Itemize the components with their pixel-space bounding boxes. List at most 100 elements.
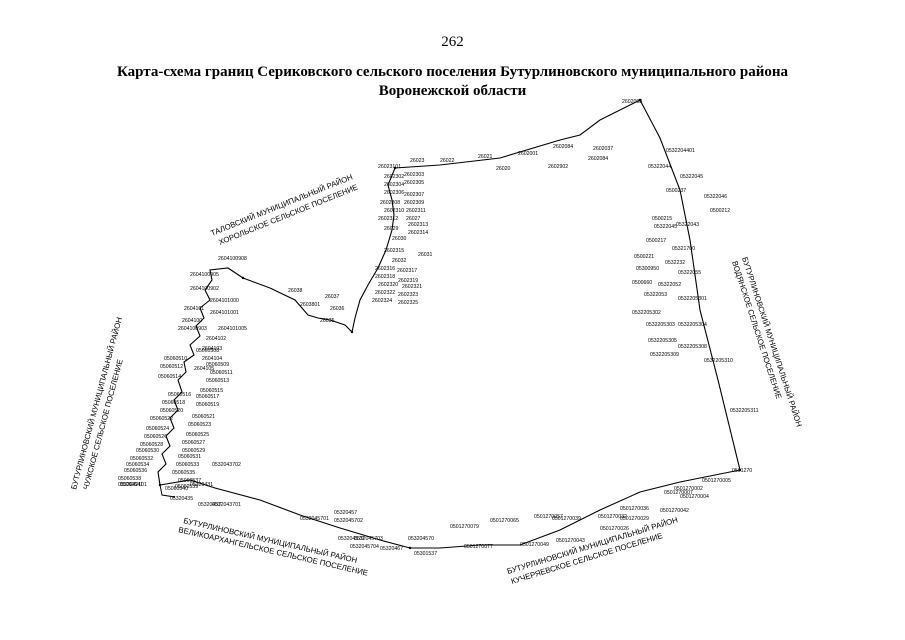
point-labels-south-west: 0532043105320435053204370532043701053204…	[170, 462, 434, 552]
boundary-point-label: 2602323	[398, 292, 418, 298]
boundary-point-label: 26023101	[378, 164, 401, 170]
boundary-point-label: 0532205308	[678, 344, 707, 350]
boundary-point-label: 26020	[496, 166, 511, 172]
boundary-point-label: 26022	[440, 158, 455, 164]
boundary-point-label: 0532205303	[646, 322, 675, 328]
boundary-point-label: 0500212	[710, 208, 730, 214]
boundary-point-label: 0532205302	[632, 310, 661, 316]
boundary-point-label: 05060514	[158, 374, 181, 380]
boundary-point-label: 05301537	[414, 551, 437, 557]
boundary-point-label: 0501270043	[556, 538, 585, 544]
boundary-point-label: 053204570	[408, 536, 434, 542]
vertex-marker	[408, 546, 412, 550]
boundary-point-label: 0532045703	[354, 536, 383, 542]
boundary-point-label: 0500221	[634, 254, 654, 260]
boundary-point-label: 05060527	[182, 440, 205, 446]
boundary-point-label: 05060525	[186, 432, 209, 438]
boundary-point-label: 05060520	[160, 408, 183, 414]
boundary-point-label: 05060515	[200, 388, 223, 394]
boundary-point-label: 2602084	[588, 156, 608, 162]
map-title-line2: Воронежской области	[378, 83, 527, 99]
vertex-marker	[350, 330, 354, 334]
boundary-point-label: 05322046	[704, 194, 727, 200]
boundary-point-label: 2602311	[406, 208, 426, 214]
boundary-point-label: 0532205310	[704, 358, 733, 364]
boundary-point-label: 053204570	[338, 536, 364, 542]
map-title-line1: Карта-схема границ Сериковского сельског…	[116, 64, 789, 80]
boundary-point-label: 0500660	[632, 280, 652, 286]
boundary-point-label: 05060510	[164, 356, 187, 362]
boundary-point-label: 2602310	[384, 208, 404, 214]
boundary-point-label: 05060541	[120, 482, 143, 488]
boundary-point-label: 2604100908	[218, 256, 247, 262]
point-labels-top: 2602098260203726020842602084260200126021…	[378, 99, 642, 172]
boundary-point-label: 05320467	[380, 546, 403, 552]
boundary-point-label: 05320437	[198, 502, 221, 508]
boundary-point-label: 26035	[320, 318, 335, 324]
boundary-point-label: 05060508	[196, 348, 219, 354]
boundary-point-label: 0532204401	[666, 148, 695, 154]
boundary-point-label: 05060535	[172, 470, 195, 476]
boundary-point-label: 2604103	[202, 346, 222, 352]
boundary-point-label: 05320435	[170, 496, 193, 502]
boundary-point-label: 0532205311	[730, 408, 759, 414]
boundary-point-label: 05060512	[160, 364, 183, 370]
boundary-point-label: 0501270079	[450, 524, 479, 530]
boundary-point-label: 26027	[406, 216, 421, 222]
boundary-point-label: 26031	[418, 252, 433, 258]
boundary-point-label: 0501270065	[490, 518, 519, 524]
boundary-point-label: 05060523	[188, 422, 211, 428]
boundary-point-label: 05060519	[196, 402, 219, 408]
boundary-point-label: 2602084	[553, 144, 573, 150]
boundary-point-label: 2604100905	[190, 272, 219, 278]
boundary-point-label: 2602309	[404, 200, 424, 206]
boundary-point-label: 0532043701	[212, 502, 241, 508]
boundary-point-label: 0532205301	[678, 296, 707, 302]
boundary-point-label: 2602312	[378, 216, 398, 222]
boundary-point-label: 05060517	[196, 394, 219, 400]
boundary-point-label: 05322055	[678, 270, 701, 276]
boundary-point-label: 05060540	[165, 486, 188, 492]
boundary-point-label: 2604105	[194, 366, 214, 372]
vertex-marker	[158, 483, 162, 487]
boundary-point-label: 2604101005	[218, 326, 247, 332]
boundary-point-label: 2602316	[375, 266, 395, 272]
page-number: 262	[441, 34, 464, 50]
vertex-markers	[158, 98, 742, 550]
boundary-point-label: 0532043702	[212, 462, 241, 468]
boundary-point-label: 26038	[288, 288, 303, 294]
boundary-point-label: 0532232	[665, 260, 685, 266]
boundary-point-label: 2602324	[372, 298, 392, 304]
boundary-point-label: 05060516	[168, 392, 191, 398]
boundary-point-label: 2604100902	[190, 286, 219, 292]
boundary-point-label: 0501270042	[660, 508, 689, 514]
boundary-point-label: 05060524	[146, 426, 169, 432]
boundary-point-label: 05321700	[672, 246, 695, 252]
boundary-point-label: 2603801	[300, 302, 320, 308]
boundary-point-label: 2602313	[408, 222, 428, 228]
vertex-marker	[638, 98, 642, 102]
boundary-point-label: 05060533	[176, 462, 199, 468]
boundary-point-label: 0501270029	[620, 516, 649, 522]
boundary-point-label: 2604100	[182, 318, 202, 324]
boundary-point-label: 2602302	[384, 174, 404, 180]
vertex-marker	[241, 276, 245, 280]
boundary-point-label: 05060534	[126, 462, 149, 468]
boundary-point-label: 26030	[392, 236, 407, 242]
boundary-point-label: 26036	[330, 306, 345, 312]
boundary-point-label: 05322045	[654, 224, 677, 230]
settlement-boundary-line	[157, 99, 741, 549]
boundary-point-label: 05322044	[648, 164, 671, 170]
boundary-point-label: 05060511	[210, 370, 233, 376]
boundary-point-label: 0501270026	[600, 526, 629, 532]
boundary-point-label: 2604101000	[210, 298, 239, 304]
boundary-point-label: 05060538	[118, 476, 141, 482]
boundary-point-label: 0501270002	[674, 486, 703, 492]
boundary-point-label: 05060526	[144, 434, 167, 440]
point-labels-west-top: 2603826037260362603526038012604100908260…	[178, 256, 345, 372]
point-labels-east: 0532204401053220440532204505002370532204…	[632, 148, 759, 414]
boundary-point-label: 2602308	[380, 200, 400, 206]
boundary-point-label: 2602318	[375, 274, 395, 280]
boundary-point-label: 2604100903	[178, 326, 207, 332]
boundary-point-label: 2602001	[518, 151, 538, 157]
